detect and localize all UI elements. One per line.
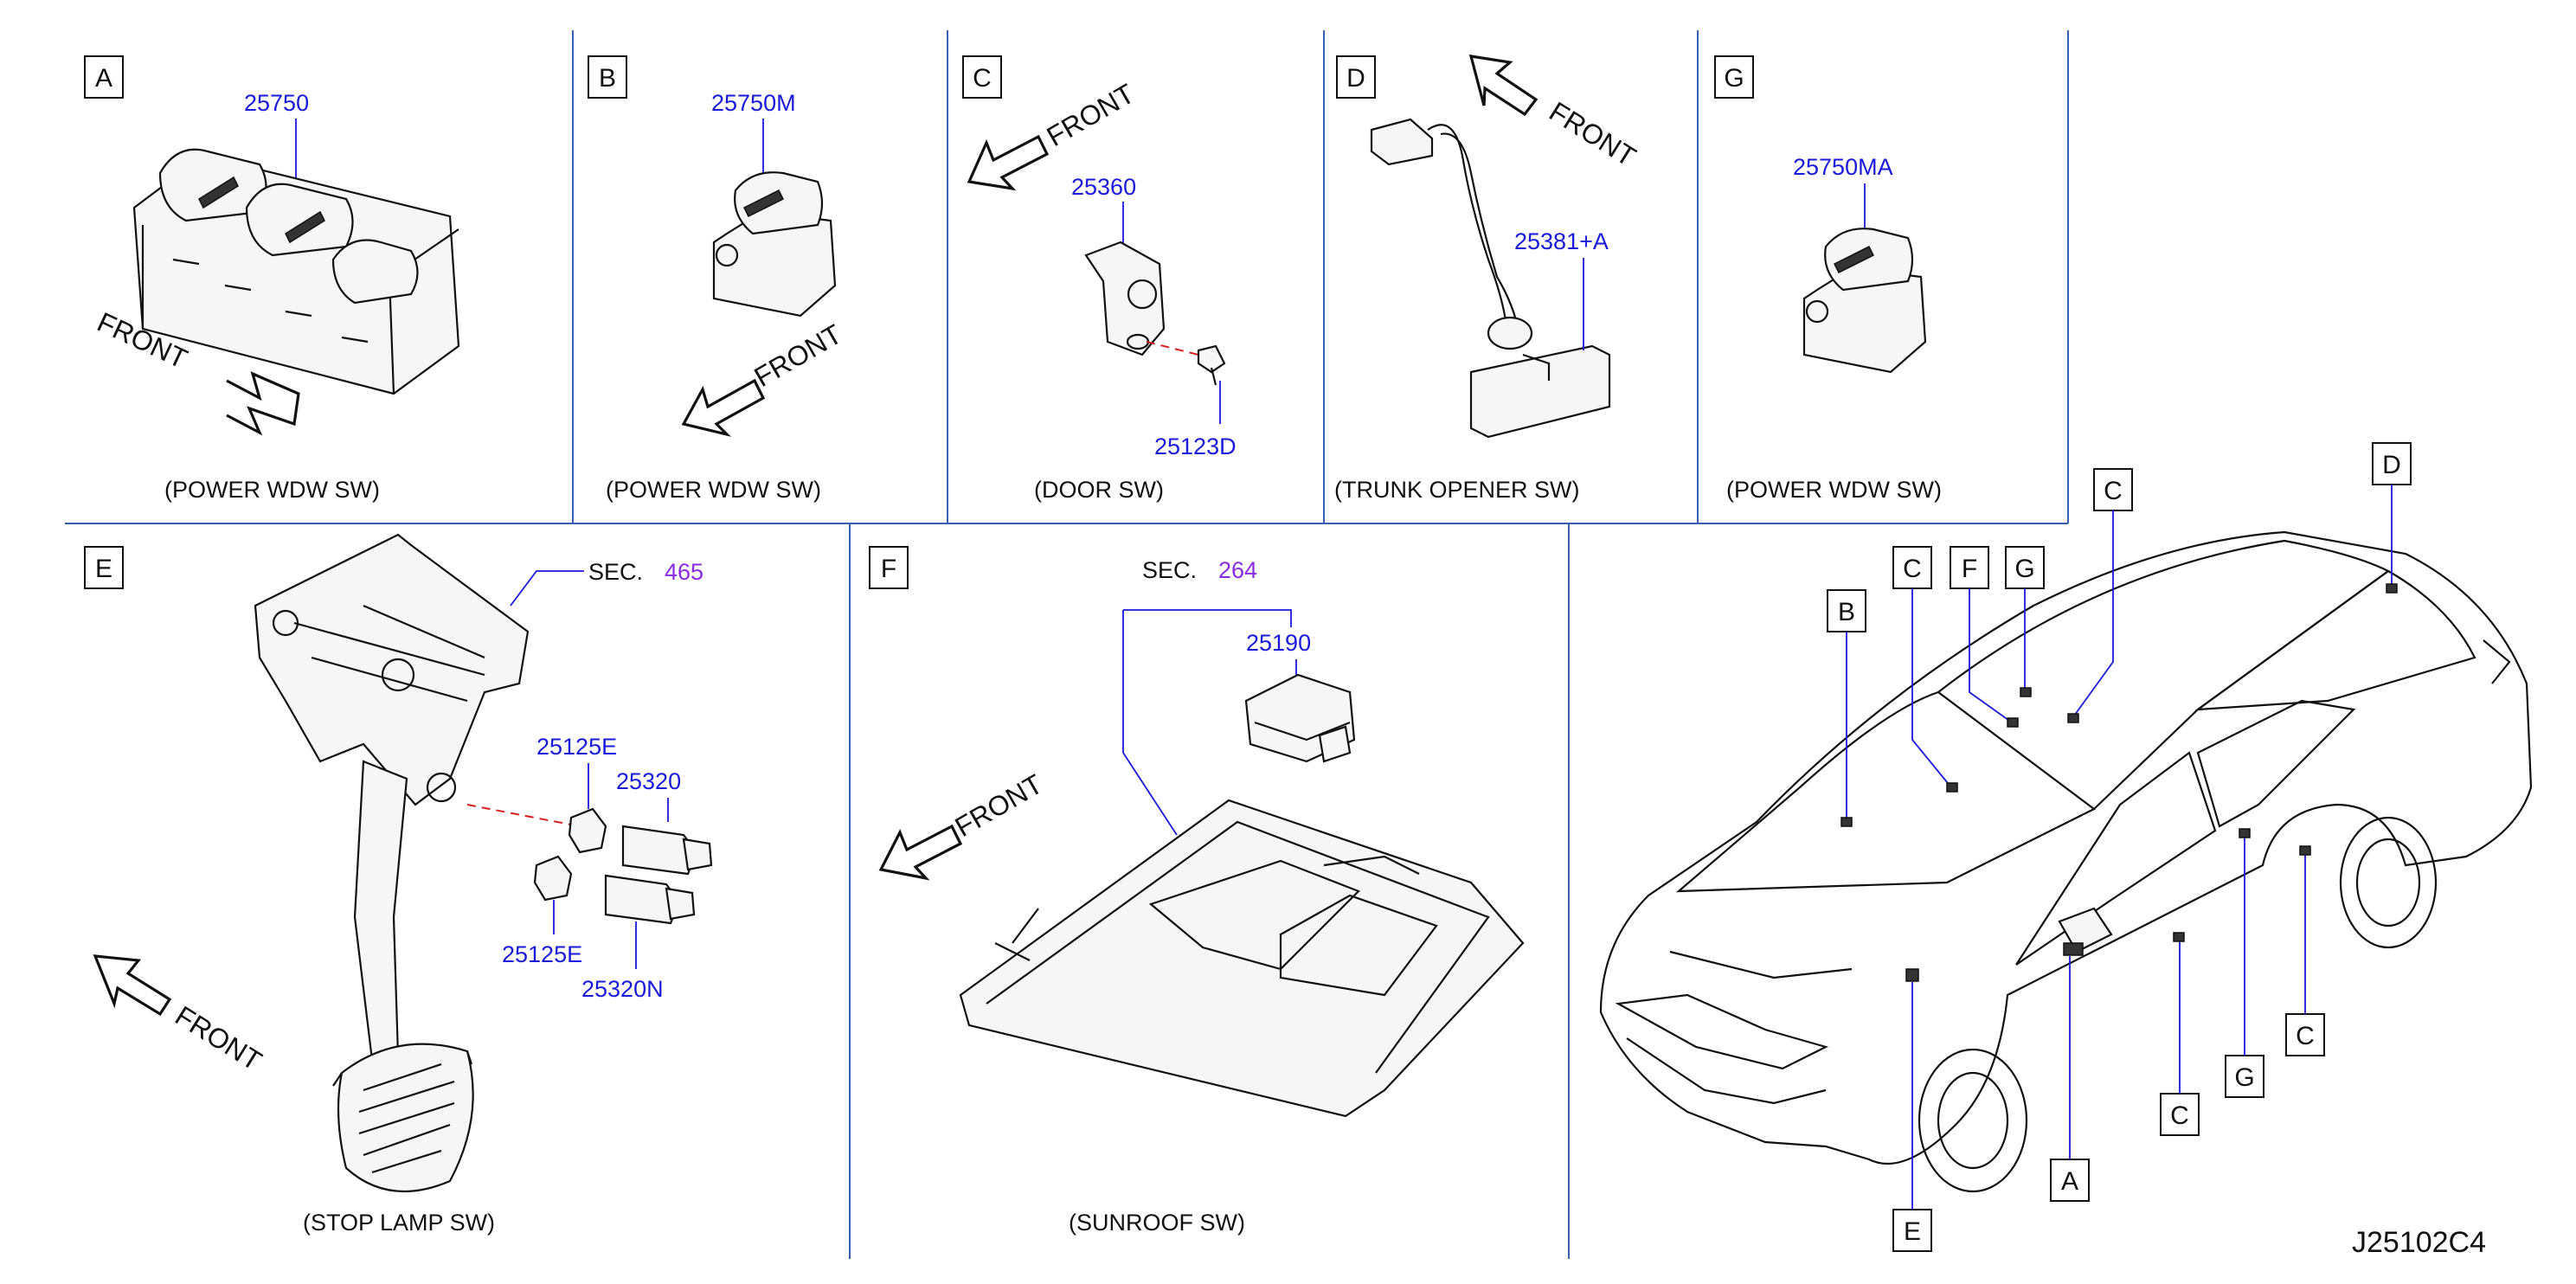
front-label-b: FRONT	[749, 318, 847, 393]
panel-c: C FRONT 25360 25123D (DOOR SW)	[962, 55, 1237, 503]
part-number-25750[interactable]: 25750	[244, 90, 309, 116]
callout-g-2: G	[2234, 1063, 2254, 1092]
panel-g: G 25750MA (POWER WDW SW)	[1714, 55, 1942, 503]
power-window-switch-b-drawing	[712, 171, 837, 318]
part-number-25125e-top[interactable]: 25125E	[536, 734, 617, 760]
power-window-master-switch-drawing	[132, 148, 460, 395]
part-number-25750ma[interactable]: 25750MA	[1793, 154, 1893, 180]
part-number-25381-a[interactable]: 25381+A	[1514, 228, 1609, 254]
part-number-25190[interactable]: 25190	[1246, 630, 1311, 656]
power-window-switch-g-drawing	[1802, 228, 1927, 374]
panel-a-letter-box	[84, 55, 124, 99]
stop-lamp-switch-parts-drawing	[533, 807, 713, 925]
panel-dividers	[65, 30, 2069, 1259]
panel-f-letter: F	[881, 555, 896, 583]
panel-c-letter: C	[973, 64, 992, 93]
callout-f: F	[1962, 555, 1977, 583]
part-number-25360[interactable]: 25360	[1071, 174, 1136, 200]
sec-number-465[interactable]: 465	[665, 559, 703, 585]
panel-a-letter: A	[95, 64, 112, 93]
vehicle-part-markers	[1840, 583, 2398, 982]
caption-a: (POWER WDW SW)	[164, 477, 380, 503]
overhead-console-drawing	[959, 799, 1525, 1118]
door-switch-drawing	[1084, 241, 1226, 386]
callout-c-1: C	[1903, 555, 1922, 583]
sec-label-e: SEC.	[588, 559, 643, 585]
caption-e: (STOP LAMP SW)	[303, 1210, 495, 1236]
caption-g: (POWER WDW SW)	[1726, 477, 1942, 503]
trunk-opener-switch-drawing	[1370, 118, 1611, 439]
front-arrow-e	[93, 954, 172, 1017]
front-label-d: FRONT	[1544, 95, 1641, 172]
vehicle-callouts: B C F G C D A E C G C	[1827, 442, 2412, 1252]
callout-c-4: C	[2296, 1022, 2315, 1050]
panel-a: A 25750 FRONT (POWER WDW SW)	[84, 55, 460, 503]
vehicle-outline-drawing	[1599, 530, 2533, 1193]
front-arrow-b	[681, 378, 766, 437]
panel-d-letter: D	[1346, 64, 1365, 93]
panel-b-letter: B	[599, 64, 616, 93]
drawing-code: J25102C4	[2352, 1226, 2486, 1259]
vehicle-overview: B C F G C D A E C G C	[1599, 442, 2533, 1252]
front-arrow-f	[878, 824, 963, 881]
part-number-25750m[interactable]: 25750M	[711, 90, 796, 116]
part-number-25125e-bottom[interactable]: 25125E	[502, 941, 582, 967]
front-arrow-d	[1468, 55, 1539, 117]
panel-f: F SEC. 264 25190 FRONT (SUNROOF SW)	[869, 546, 1525, 1236]
panel-e-letter: E	[95, 555, 112, 583]
callout-b: B	[1838, 598, 1855, 626]
front-label-c: FRONT	[1042, 78, 1140, 152]
part-number-25123d[interactable]: 25123D	[1154, 433, 1237, 459]
front-arrow-c	[967, 134, 1050, 191]
part-number-25320[interactable]: 25320	[616, 768, 681, 794]
brake-pedal-assembly-drawing	[254, 533, 530, 1193]
callout-g-1: G	[2014, 555, 2034, 583]
panel-b: B 25750M FRONT (POWER WDW SW)	[588, 55, 847, 503]
callout-a: A	[2061, 1167, 2078, 1196]
panel-g-letter: G	[1724, 64, 1744, 93]
caption-f: (SUNROOF SW)	[1069, 1210, 1245, 1236]
sec-number-264[interactable]: 264	[1218, 557, 1257, 583]
callout-e: E	[1904, 1217, 1921, 1246]
caption-c: (DOOR SW)	[1034, 477, 1164, 503]
sunroof-switch-drawing	[1244, 673, 1356, 763]
caption-d: (TRUNK OPENER SW)	[1334, 477, 1580, 503]
callout-c-2: C	[2104, 477, 2123, 505]
sec-label-f: SEC.	[1142, 557, 1197, 583]
part-number-25320n[interactable]: 25320N	[581, 976, 664, 1002]
panel-d: D FRONT 25381+A (TRUNK OPENER SW)	[1334, 55, 1641, 503]
front-label-f: FRONT	[950, 768, 1048, 843]
front-label-e: FRONT	[170, 999, 267, 1076]
caption-b: (POWER WDW SW)	[606, 477, 821, 503]
callout-d: D	[2382, 451, 2401, 479]
front-arrow-a	[226, 371, 300, 436]
callout-c-3: C	[2170, 1101, 2189, 1130]
panel-e: E SEC. 465 25125E 25320 25125E	[84, 533, 713, 1236]
